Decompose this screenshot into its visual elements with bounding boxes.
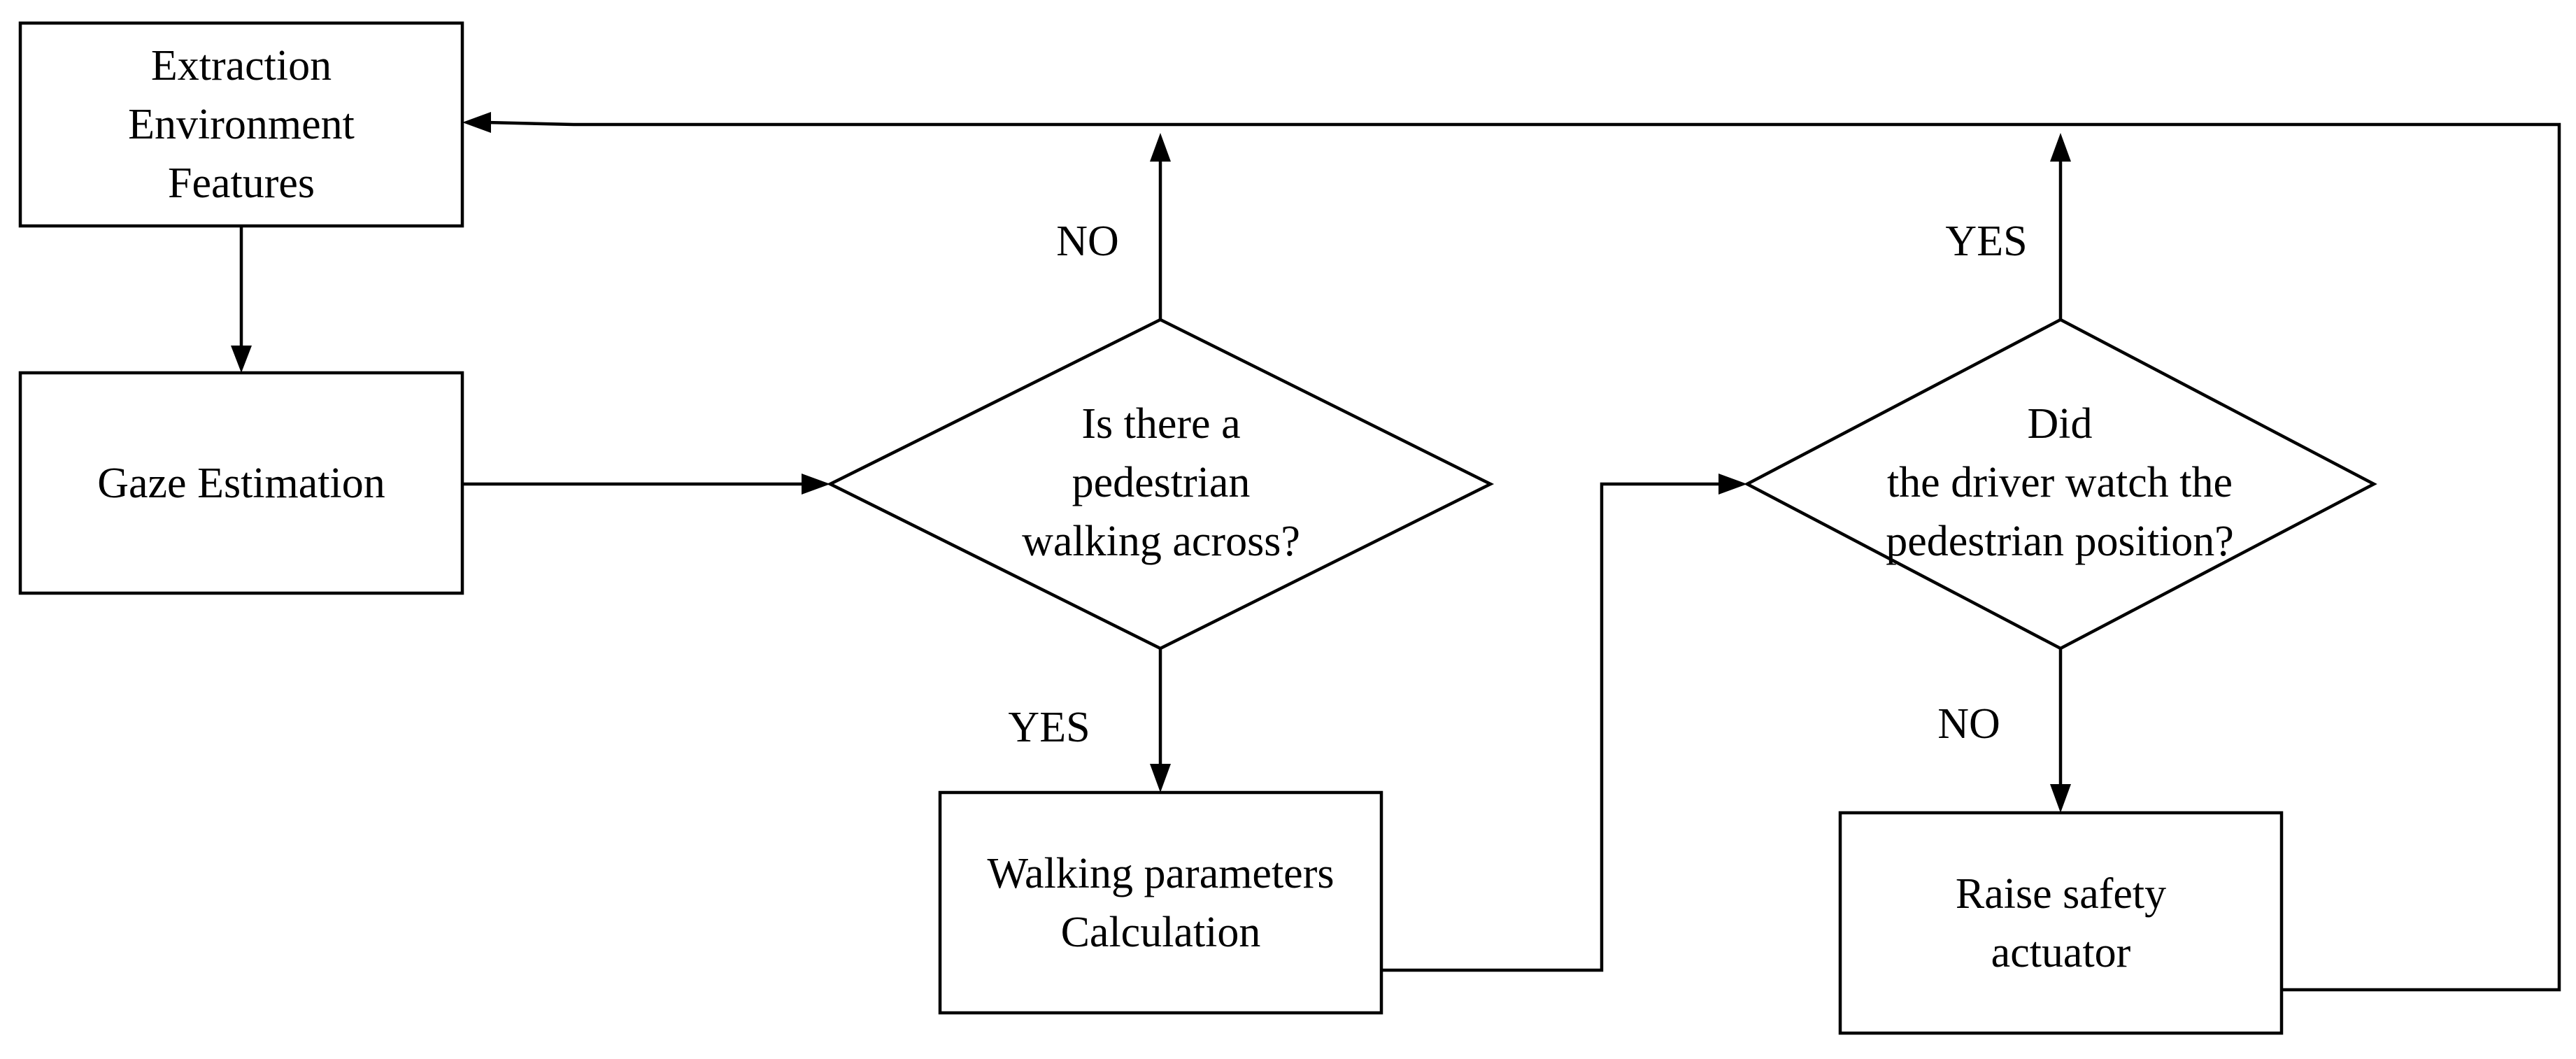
driver-decision-label: Did the driver watch the pedestrian posi… bbox=[1886, 400, 2234, 565]
gaze-label: Gaze Estimation bbox=[97, 459, 385, 507]
driver-yes-label: YES bbox=[1945, 218, 2028, 265]
connector-pedestrian-yes-down bbox=[1150, 648, 1171, 793]
pedestrian-decision-label: Is there a pedestrian walking across? bbox=[1022, 400, 1300, 565]
walking-params-label: Walking parameters Calculation bbox=[987, 849, 1335, 956]
pedestrian-no-label: NO bbox=[1056, 218, 1119, 265]
driver-no-label: NO bbox=[1937, 700, 2000, 748]
connector-pedestrian-no-up bbox=[1150, 133, 1171, 320]
pedestrian-yes-label: YES bbox=[1008, 704, 1090, 751]
connector-walking-params-to-driver-decision bbox=[1381, 474, 1747, 972]
connector-extraction-to-gaze bbox=[231, 226, 252, 373]
connector-safety-loop-to-extraction bbox=[462, 112, 2561, 992]
gaze-box bbox=[18, 371, 464, 595]
walking-params-box bbox=[938, 790, 1383, 1015]
safety-box bbox=[1838, 811, 2284, 1035]
extraction-box bbox=[18, 21, 464, 228]
connector-gaze-to-pedestrian-decision bbox=[462, 474, 830, 495]
extraction-label: Extraction Environment Features bbox=[128, 42, 355, 207]
safety-label: Raise safety actuator bbox=[1955, 869, 2167, 976]
connector-driver-no-down bbox=[2050, 648, 2071, 813]
connector-driver-yes-up bbox=[2050, 133, 2071, 320]
